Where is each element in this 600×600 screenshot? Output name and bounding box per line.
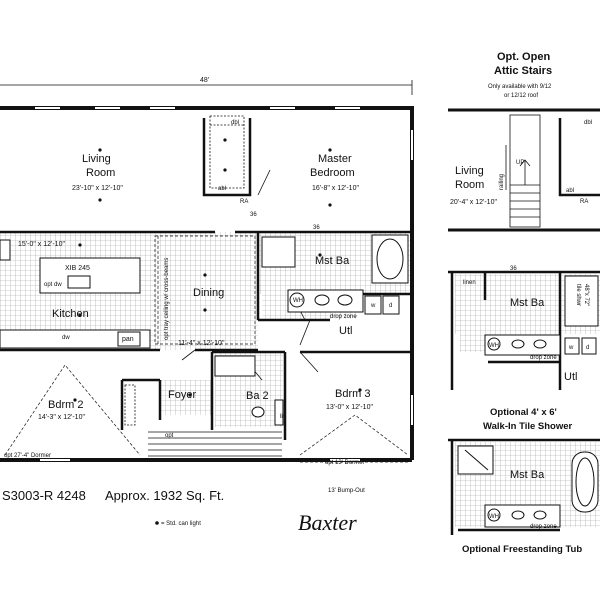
tray-ceiling-label: opt tray ceiling w/ cross-beams (164, 258, 170, 340)
entry-steps (148, 431, 282, 457)
living-room-dim: 23'-10" x 12'-10" (72, 185, 123, 192)
attic-stairs (505, 114, 600, 228)
tub-wh-mark: WH (489, 514, 499, 520)
tub-mst-ba-label: Mst Ba (510, 469, 545, 481)
attic-note-2: or 12/12 roof (504, 93, 538, 99)
master-bedroom-label-2: Bedroom (310, 167, 355, 179)
ra-mark: RA (240, 199, 248, 205)
shower-36-mark: 36 (510, 266, 517, 272)
living-room-label: Living (82, 153, 111, 165)
tray-ceiling (154, 235, 256, 345)
interior-walls (0, 118, 410, 440)
xib-mark: XIB 245 (65, 265, 90, 272)
shower-linen-mark: linen (463, 280, 476, 286)
shower-caption-2: Walk-In Tile Shower (483, 421, 573, 432)
d36-mark-a: 36 (250, 212, 257, 218)
width-dimension: 48' (200, 77, 209, 84)
attic-living-label-2: Room (455, 179, 484, 191)
tub-walls (448, 438, 600, 535)
kitchen-label: Kitchen (52, 308, 89, 320)
shower-walls (448, 270, 600, 390)
dormer-13-mark: opt 13' Dormer (325, 460, 365, 466)
attic-ra-mark: RA (580, 199, 588, 205)
bdrm3-label: Bdrm 3 (335, 388, 370, 400)
attic-dbl-mark: dbl (584, 120, 592, 126)
attic-up-label: UP (516, 160, 524, 166)
can-light-legend-icon (155, 521, 159, 525)
dormer-27-mark: opt 27'-4" Dormer (4, 453, 51, 459)
tub-fixtures (457, 445, 599, 528)
square-footage: Approx. 1932 Sq. Ft. (105, 488, 224, 503)
master-bedroom-label: Master (318, 153, 352, 165)
living-room-label-2: Room (86, 167, 115, 179)
attic-living-label: Living (455, 165, 484, 177)
can-lights (73, 138, 362, 402)
shower-wh-mark: WH (489, 343, 499, 349)
attic-title-2: Attic Stairs (494, 65, 552, 77)
attic-walls (448, 108, 600, 232)
washer-mark: w (370, 303, 376, 309)
drop-zone-mark: drop zone (330, 314, 357, 320)
attic-living-dim: 20'-4" x 12'-10" (450, 199, 497, 206)
dryer-mark: d (389, 303, 392, 309)
opt-dw-mark: opt dw (44, 282, 62, 288)
attic-abl-mark: abl (566, 188, 574, 194)
wh-mark: WH (293, 298, 303, 304)
master-bedroom-dim: 16'-8" x 12'-10" (312, 185, 359, 192)
master-bath-fixtures (261, 234, 409, 315)
bdrm3-dim: 13'-0" x 12'-10" (326, 404, 373, 411)
window-marks (35, 107, 413, 461)
bump-out-mark: 13' Bump-Out (328, 488, 365, 494)
shower-washer-mark: w (568, 345, 574, 351)
abl-mark: abl (218, 186, 226, 192)
attic-title-1: Opt. Open (497, 51, 550, 63)
tile-shower-size: 48"x 72" (583, 284, 589, 306)
can-light-legend: = Std. can light (161, 521, 201, 527)
ba2-label: Ba 2 (246, 390, 269, 402)
tile-shower-label: tile shwr (575, 284, 581, 306)
utl-label: Utl (339, 325, 352, 337)
ba2-fixtures (214, 355, 284, 426)
bdrm2-dim: 14'-3" x 12'-10" (38, 414, 85, 421)
tub-drop-zone-mark: drop zone (530, 524, 557, 530)
bdrm2-label: Bdrm 2 (48, 399, 83, 411)
model-number: S3003-R 4248 (2, 488, 86, 503)
shower-caption-1: Optional 4' x 6' (490, 407, 557, 418)
opt-mark: opt (165, 433, 174, 439)
d36-mark-b: 36 (313, 225, 320, 231)
attic-railing-label: railing (499, 174, 505, 190)
closet-shelves (124, 115, 245, 426)
foyer-label: Foyer (168, 389, 196, 401)
shower-utl-label: Utl (564, 371, 577, 383)
dining-label: Dining (193, 287, 224, 299)
shower-mst-ba-label: Mst Ba (510, 297, 545, 309)
kitchen-fixtures (0, 239, 151, 349)
dbl-mark: dbl (231, 120, 239, 126)
attic-note-1: Only available with 9/12 (488, 84, 552, 90)
lin-mark: lin (280, 414, 286, 420)
dw-mark: dw (62, 335, 70, 341)
dormer-lines (4, 364, 409, 463)
kitchen-dim: 15'-0" x 12'-10" (18, 241, 65, 248)
dining-dim: 11'-4" x 12'-10" (178, 340, 225, 347)
shower-drop-zone-mark: drop zone (530, 355, 557, 361)
plan-name: Baxter (298, 510, 357, 535)
mst-ba-label: Mst Ba (315, 255, 350, 267)
shower-dryer-mark: d (586, 345, 589, 351)
pan-mark: pan (122, 336, 134, 343)
shower-fixtures (484, 275, 599, 356)
tub-caption: Optional Freestanding Tub (462, 544, 582, 555)
width-dimension-line (0, 80, 413, 95)
